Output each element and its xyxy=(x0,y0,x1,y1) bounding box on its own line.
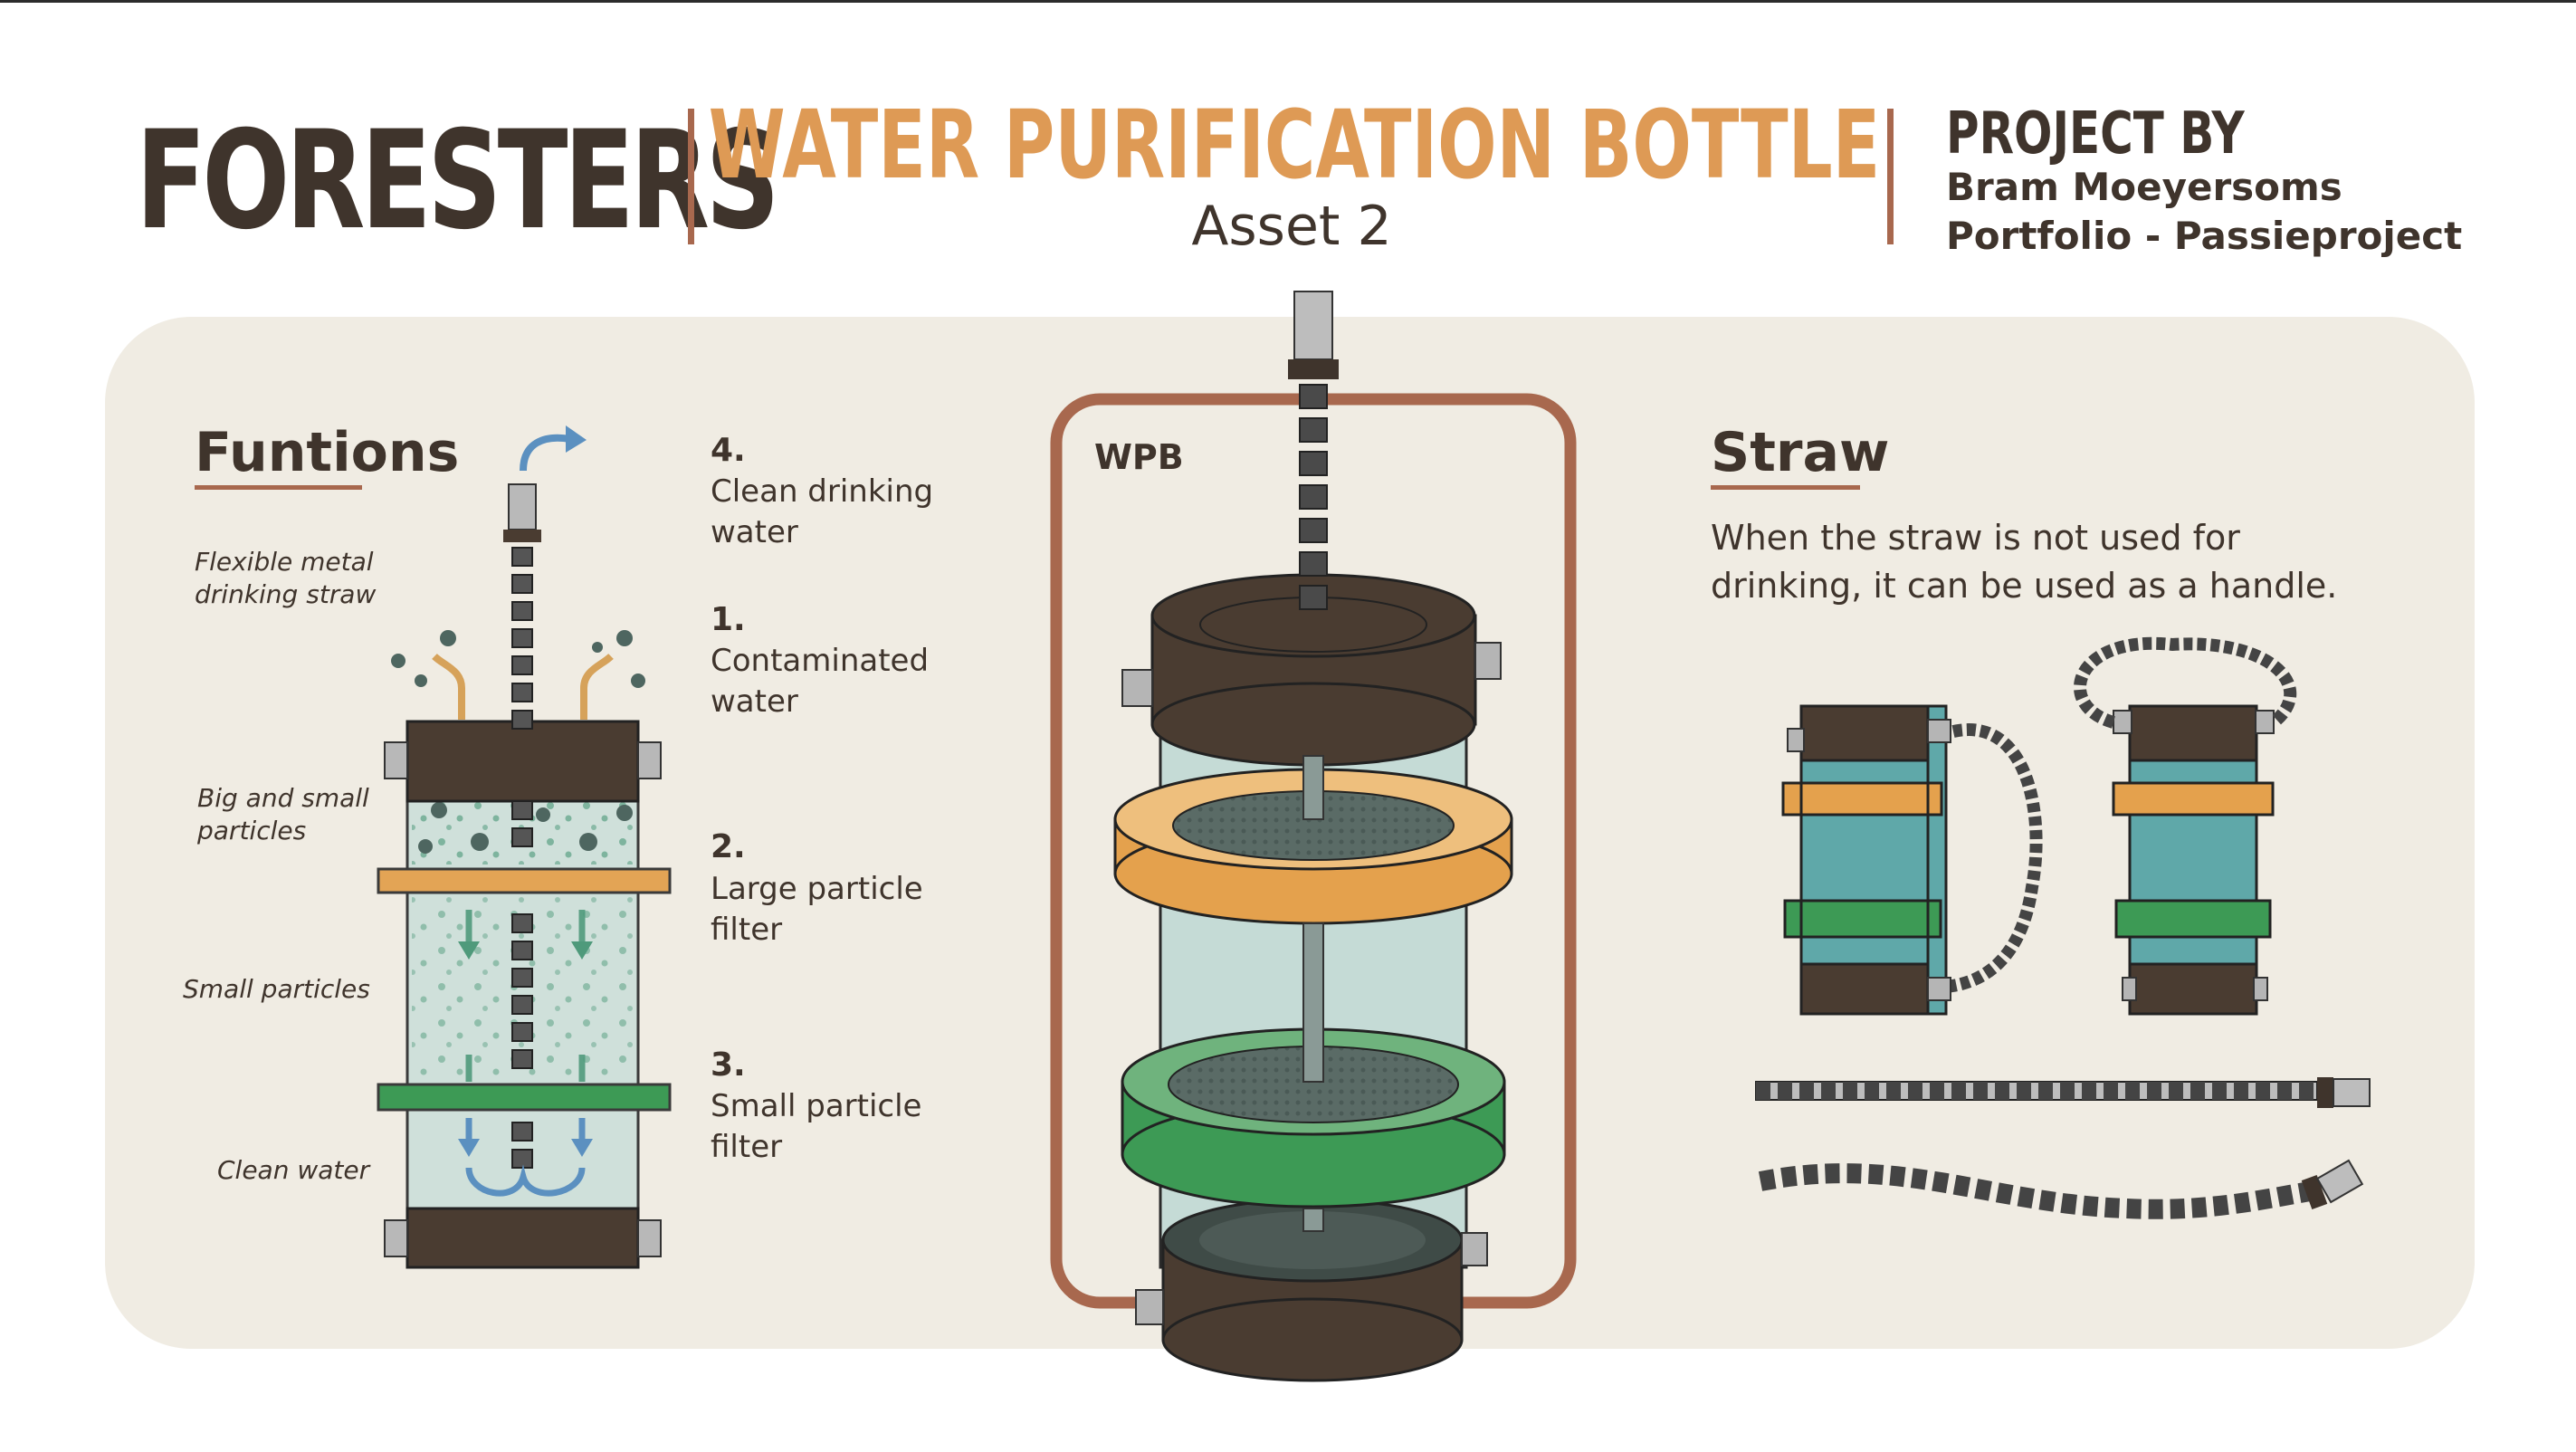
label-clean-water: Clean water xyxy=(217,1155,370,1185)
wpb-bottle xyxy=(1113,291,1513,1382)
step-text: Small particle filter xyxy=(711,1088,922,1165)
label-straw: Flexible metal drinking straw xyxy=(195,547,377,609)
author-name: Bram Moeyersoms xyxy=(1946,165,2342,209)
step-text: Clean drinking water xyxy=(711,473,934,550)
step-text: Large particle filter xyxy=(711,871,923,948)
straw-handle-illustrations xyxy=(1755,636,2371,1219)
page-subtitle: Asset 2 xyxy=(1191,195,1392,258)
project-by-heading: PROJECT BY xyxy=(1946,100,2245,167)
step-number: 3. xyxy=(711,1046,746,1084)
straw-underline xyxy=(1711,485,1860,490)
step-number: 2. xyxy=(711,828,746,865)
page-title: WATER PURIFICATION BOTTLE xyxy=(708,90,1881,200)
top-border xyxy=(0,0,2576,3)
portfolio-label: Portfolio - Passieproject xyxy=(1946,214,2463,258)
step-text: Contaminated water xyxy=(711,643,930,720)
brand-logo-text: FORESTERS xyxy=(136,102,780,260)
header-divider-right xyxy=(1887,109,1894,244)
wpb-label: WPB xyxy=(1094,437,1184,477)
label-small-particles: Small particles xyxy=(183,974,370,1004)
step-number: 4. xyxy=(711,432,746,469)
step-number: 1. xyxy=(711,601,746,638)
functions-underline xyxy=(195,485,362,490)
filter-cross-section xyxy=(377,425,672,1269)
header-divider-left xyxy=(688,109,694,244)
label-big-small-particles: Big and small particles xyxy=(197,783,369,845)
functions-heading: Funtions xyxy=(195,421,460,484)
straw-description: When the straw is not used for drinking,… xyxy=(1711,518,2338,606)
straw-heading: Straw xyxy=(1711,421,1890,484)
